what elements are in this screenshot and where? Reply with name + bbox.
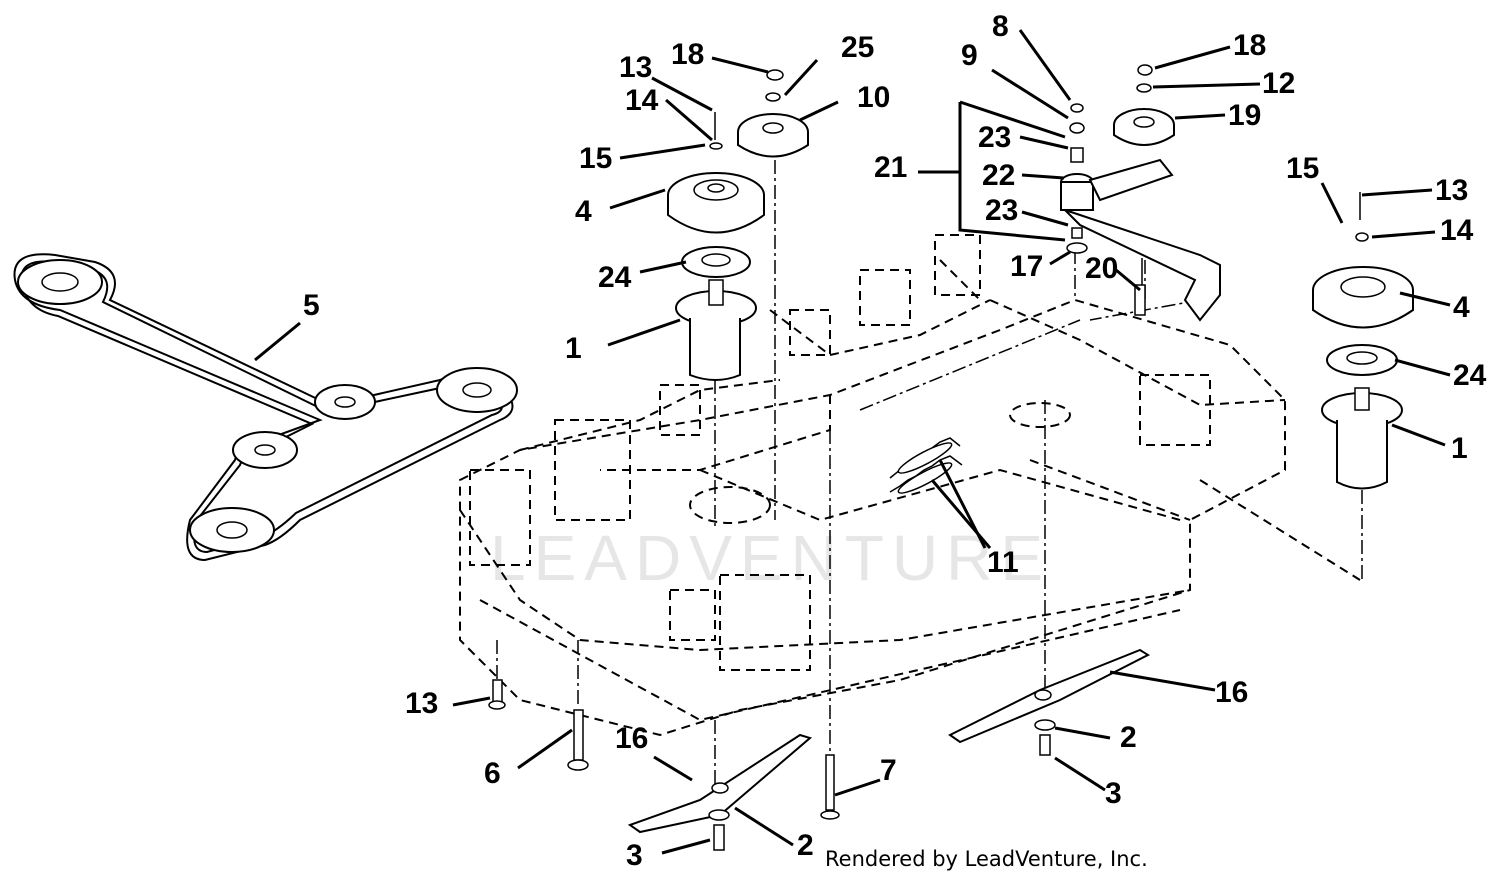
callout-15-right: 15 xyxy=(1286,152,1319,185)
belt-assembly xyxy=(13,253,518,562)
callout-5: 5 xyxy=(303,289,320,322)
callout-6: 6 xyxy=(484,757,501,790)
callout-16-right: 16 xyxy=(1215,676,1248,709)
callout-4-right: 4 xyxy=(1453,291,1470,324)
callout-23-upper: 23 xyxy=(978,121,1011,154)
callout-11: 11 xyxy=(987,546,1019,579)
callout-10: 10 xyxy=(857,81,890,114)
watermark-text: LEADVENTURE xyxy=(490,522,1051,594)
callout-15: 15 xyxy=(579,142,612,175)
callout-9: 9 xyxy=(961,39,978,72)
callout-24-right: 24 xyxy=(1453,359,1487,392)
callout-12: 12 xyxy=(1262,67,1295,100)
callout-8: 8 xyxy=(992,10,1009,43)
callout-7: 7 xyxy=(880,754,897,787)
callout-21: 21 xyxy=(874,151,907,184)
callout-18: 18 xyxy=(671,38,704,71)
callout-1: 1 xyxy=(565,332,582,365)
credit-text: Rendered by LeadVenture, Inc. xyxy=(825,847,1148,871)
idler-pulley-10 xyxy=(737,69,809,158)
callout-22: 22 xyxy=(982,159,1015,192)
callout-25: 25 xyxy=(841,31,874,64)
axis-lines xyxy=(496,160,1363,790)
springs-11 xyxy=(889,437,963,494)
callout-19: 19 xyxy=(1228,99,1261,132)
callout-4: 4 xyxy=(575,195,592,228)
callout-2-right: 2 xyxy=(1120,721,1137,754)
callout-13: 13 xyxy=(619,51,652,84)
callout-labels: 18 25 13 14 10 15 4 24 1 5 8 9 23 21 22 … xyxy=(303,10,1487,872)
callout-17: 17 xyxy=(1010,250,1043,283)
mower-deck-outline xyxy=(459,234,1361,737)
left-spindle-stack xyxy=(667,112,765,381)
blade-right xyxy=(948,648,1151,744)
callout-2-lower: 2 xyxy=(797,829,814,862)
callout-3-lower: 3 xyxy=(626,839,643,872)
callout-13-right: 13 xyxy=(1435,174,1468,207)
right-spindle-stack xyxy=(1312,192,1414,490)
callout-23-lower: 23 xyxy=(985,194,1018,227)
callout-16-lower: 16 xyxy=(615,722,648,755)
callout-18-right: 18 xyxy=(1233,29,1266,62)
idler-arm-assembly xyxy=(1060,64,1221,322)
callout-14: 14 xyxy=(625,84,659,117)
callout-14-right: 14 xyxy=(1440,214,1474,247)
callout-24: 24 xyxy=(598,261,632,294)
blade-lower xyxy=(627,733,813,834)
callout-13-lower: 13 xyxy=(405,687,438,720)
fasteners xyxy=(488,284,1146,851)
callout-20: 20 xyxy=(1085,252,1118,285)
callout-3-right: 3 xyxy=(1105,777,1122,810)
leader-lines xyxy=(254,29,1451,855)
callout-1-right: 1 xyxy=(1451,432,1468,465)
